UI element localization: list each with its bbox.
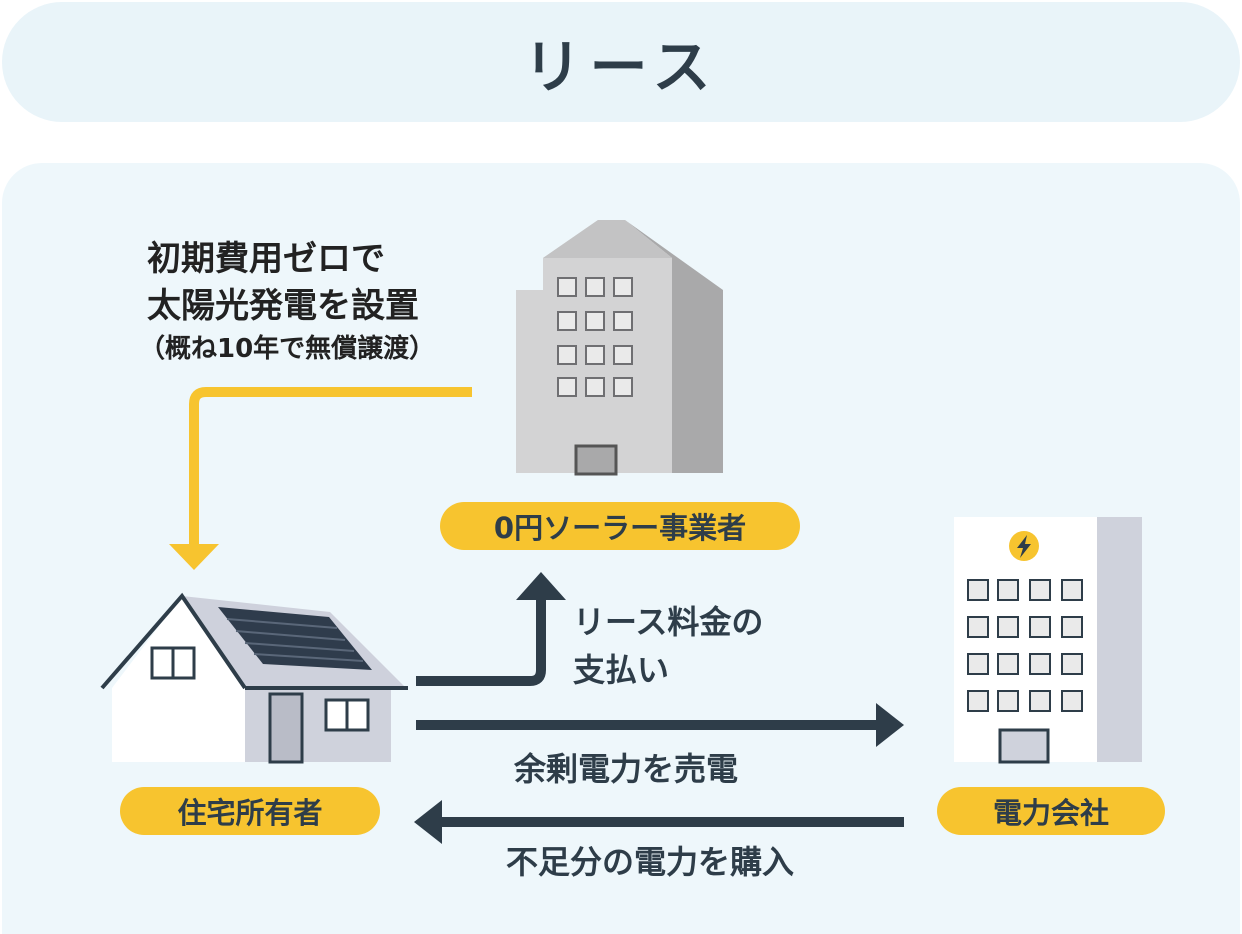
house-with-solar-panel-icon xyxy=(100,592,408,764)
installation-arrow xyxy=(169,387,472,570)
page-title: リース xyxy=(523,33,719,101)
buy-shortfall-label: 不足分の電力を購入 xyxy=(506,838,794,886)
lease-payment-label-line2: 支払い xyxy=(573,651,670,689)
power-company-label: 電力会社 xyxy=(937,787,1165,835)
installation-note-line1: 初期費用ゼロで xyxy=(147,239,385,279)
lease-payment-arrow xyxy=(416,572,566,686)
lightning-bolt-icon xyxy=(1009,531,1039,561)
buy-shortfall-arrow xyxy=(414,800,904,844)
installation-note-line2: 太陽光発電を設置 xyxy=(147,286,419,326)
homeowner-label: 住宅所有者 xyxy=(120,787,380,835)
installation-note-line3: （概ね10年で無償譲渡） xyxy=(139,334,436,364)
sell-surplus-label: 余剰電力を売電 xyxy=(514,745,738,793)
solar-provider-label: 0円ソーラー事業者 xyxy=(440,502,800,550)
lease-payment-label-line1: リース料金の xyxy=(573,603,764,641)
lease-payment-label: リース料金の 支払い xyxy=(573,598,763,694)
office-building-icon xyxy=(516,220,723,476)
buy-shortfall-text: 不足分の電力を購入 xyxy=(506,843,795,881)
header-banner: リース xyxy=(2,2,1240,122)
power-plant-building-icon xyxy=(954,517,1142,764)
installation-note: 初期費用ゼロで 太陽光発電を設置 （概ね10年で無償譲渡） xyxy=(139,236,435,368)
sell-surplus-text: 余剰電力を売電 xyxy=(514,750,739,788)
sell-surplus-arrow xyxy=(416,703,904,747)
